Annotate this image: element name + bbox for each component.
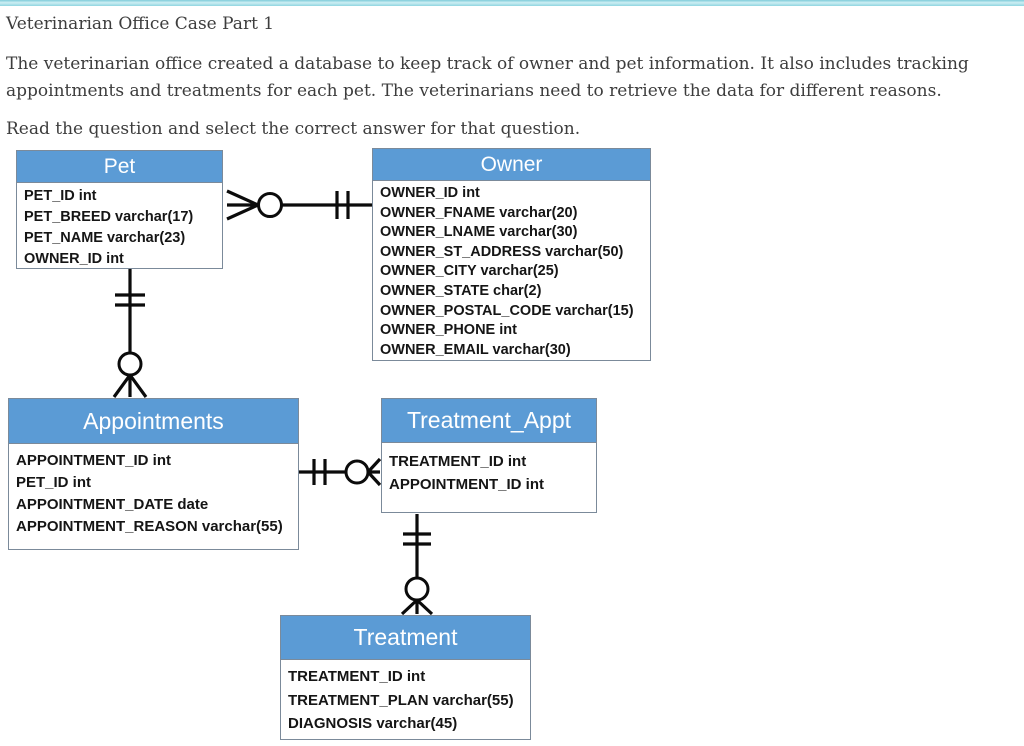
- entity-owner-title: Owner: [373, 149, 650, 181]
- case-description: The veterinarian office created a databa…: [6, 54, 969, 101]
- pet-appointments-connector: [112, 269, 148, 398]
- field: DIAGNOSIS varchar(45): [288, 715, 458, 732]
- zero-or-many-end-icon: [112, 351, 148, 398]
- field: APPOINTMENT_ID int: [16, 452, 172, 469]
- field: OWNER_ID int: [380, 185, 480, 201]
- field: OWNER_EMAIL varchar(30): [380, 341, 571, 358]
- field: APPOINTMENT_DATE date: [16, 496, 209, 513]
- one-and-only-one-end-icon: [403, 532, 431, 546]
- entity-appointments-title: Appointments: [9, 399, 298, 444]
- field: PET_BREED varchar(17): [24, 209, 194, 225]
- field: APPOINTMENT_REASON varchar(55): [16, 518, 283, 535]
- entity-pet-title: Pet: [17, 151, 222, 183]
- field: OWNER_CITY varchar(25): [380, 263, 559, 280]
- field: TREATMENT_ID int: [288, 668, 426, 685]
- top-accent-bar: [0, 0, 1024, 6]
- zero-or-many-end-icon: [344, 457, 382, 487]
- field: PET_ID int: [16, 474, 92, 491]
- entity-treatment-title: Treatment: [281, 616, 530, 660]
- zero-or-many-end-icon: [400, 576, 434, 616]
- one-and-only-one-end-icon: [115, 293, 145, 307]
- entity-treatment-appt-fields: TREATMENT_ID int APPOINTMENT_ID int: [382, 443, 596, 496]
- pet-owner-connector: [226, 189, 372, 221]
- field: OWNER_PHONE int: [380, 322, 517, 339]
- appointments-treatment-appt-connector: [299, 457, 382, 487]
- entity-appointments-fields: APPOINTMENT_ID int PET_ID int APPOINTMEN…: [9, 444, 298, 538]
- field: OWNER_FNAME varchar(20): [380, 204, 578, 221]
- field: OWNER_ST_ADDRESS varchar(50): [380, 243, 624, 260]
- entity-pet-fields: PET_ID int PET_BREED varchar(17) PET_NAM…: [17, 183, 222, 270]
- entity-owner: Owner OWNER_ID int OWNER_FNAME varchar(2…: [372, 148, 651, 361]
- page-title: Veterinarian Office Case Part 1: [6, 14, 275, 34]
- one-and-only-one-end-icon: [312, 459, 327, 485]
- case-text-block: Veterinarian Office Case Part 1 The vete…: [0, 6, 1024, 140]
- entity-treatment-appt-title: Treatment_Appt: [382, 399, 596, 443]
- field: OWNER_POSTAL_CODE varchar(15): [380, 302, 634, 319]
- field: PET_ID int: [24, 188, 97, 204]
- entity-treatment-fields: TREATMENT_ID int TREATMENT_PLAN varchar(…: [281, 660, 530, 736]
- entity-treatment-appt: Treatment_Appt TREATMENT_ID int APPOINTM…: [381, 398, 597, 513]
- treatment-appt-treatment-connector: [400, 514, 434, 616]
- field: TREATMENT_PLAN varchar(55): [288, 691, 514, 709]
- entity-appointments: Appointments APPOINTMENT_ID int PET_ID i…: [8, 398, 299, 550]
- field: PET_NAME varchar(23): [24, 230, 186, 246]
- entity-pet: Pet PET_ID int PET_BREED varchar(17) PET…: [16, 150, 223, 269]
- one-and-only-one-end-icon: [335, 191, 350, 219]
- er-diagram: Pet PET_ID int PET_BREED varchar(17) PET…: [0, 140, 1024, 746]
- case-instruction: Read the question and select the correct…: [6, 119, 581, 139]
- field: OWNER_ID int: [24, 251, 124, 267]
- field: OWNER_STATE char(2): [380, 282, 542, 299]
- field: APPOINTMENT_ID int: [389, 476, 545, 493]
- field: OWNER_LNAME varchar(30): [380, 224, 578, 241]
- entity-treatment: Treatment TREATMENT_ID int TREATMENT_PLA…: [280, 615, 531, 740]
- field: TREATMENT_ID int: [389, 453, 527, 470]
- zero-or-many-end-icon: [226, 189, 283, 221]
- entity-owner-fields: OWNER_ID int OWNER_FNAME varchar(20) OWN…: [373, 181, 650, 360]
